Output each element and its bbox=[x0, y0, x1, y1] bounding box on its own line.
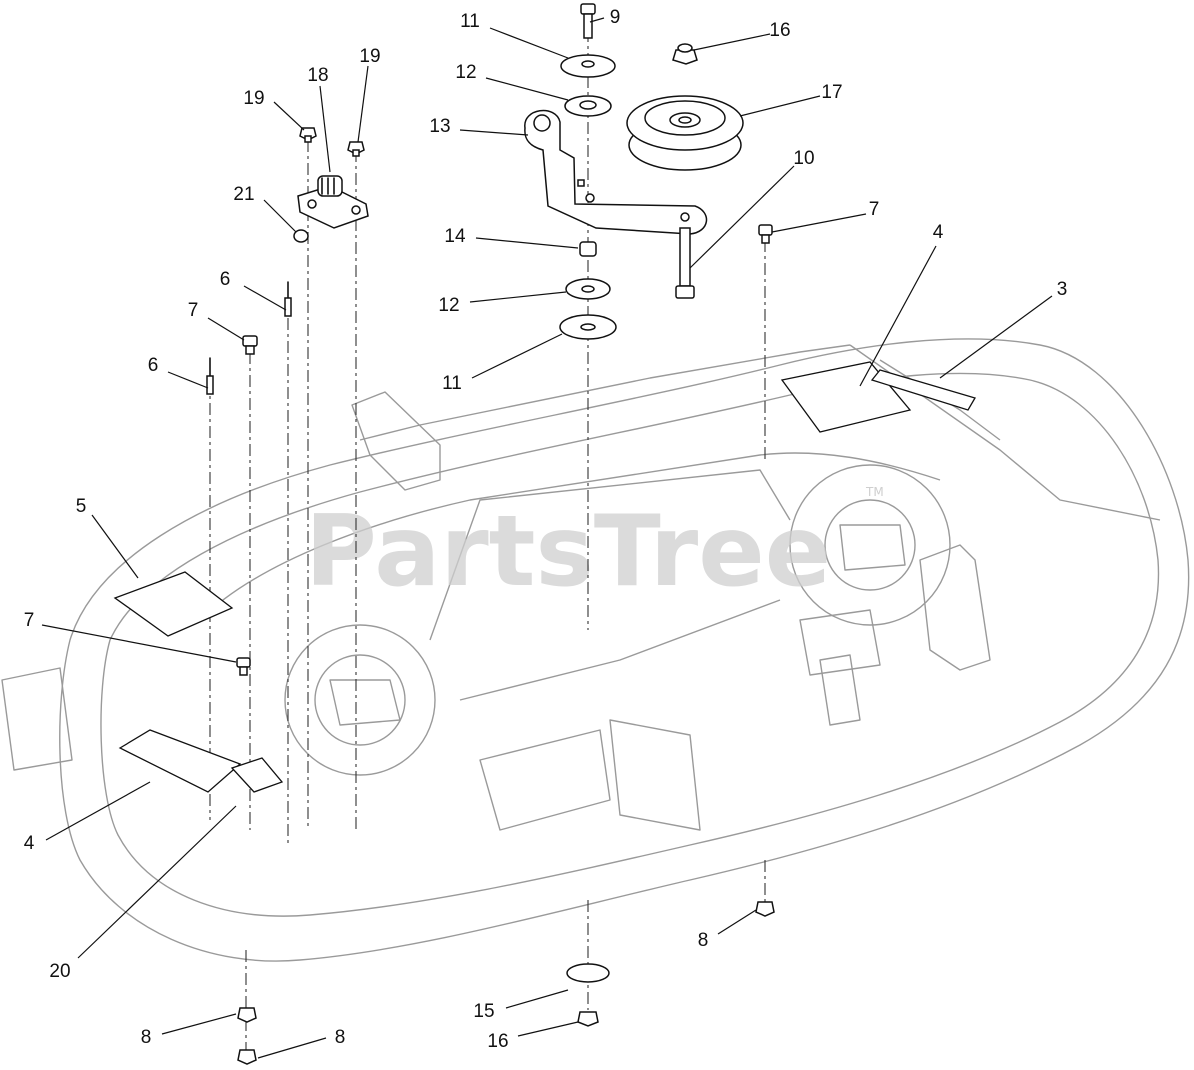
decal-20 bbox=[230, 757, 284, 793]
bolt-9 bbox=[580, 3, 596, 39]
trademark-mark: TM bbox=[865, 485, 884, 499]
callout-c-8b: 8 bbox=[141, 1027, 152, 1048]
callout-c-4a: 4 bbox=[933, 222, 944, 243]
bracket-18 bbox=[297, 175, 369, 229]
callout-c-8c: 8 bbox=[335, 1027, 346, 1048]
callout-c-8a: 8 bbox=[698, 930, 709, 951]
nut-8-bottom bbox=[237, 1049, 257, 1065]
callout-c-7c: 7 bbox=[24, 610, 35, 631]
decal-3 bbox=[870, 369, 976, 411]
callout-c-12b: 12 bbox=[438, 295, 459, 316]
leader-lines bbox=[41, 17, 1053, 1059]
callout-c-19a: 19 bbox=[359, 46, 380, 67]
partstree-watermark: PartsTree bbox=[305, 495, 831, 609]
callout-c-7b: 7 bbox=[188, 300, 199, 321]
nut-8-lower-left bbox=[237, 1007, 257, 1023]
callout-c-14: 14 bbox=[444, 226, 466, 247]
bolt-19-left bbox=[299, 127, 317, 143]
callout-c-13: 13 bbox=[429, 116, 450, 137]
callout-c-16b: 16 bbox=[487, 1031, 508, 1052]
callout-c-11a: 11 bbox=[460, 11, 480, 32]
mower-deck-housing bbox=[1, 338, 1190, 962]
pin-6-upper bbox=[284, 281, 292, 317]
callout-labels: 9111213161710743141211191819216765742081… bbox=[24, 7, 1068, 1052]
callout-c-19b: 19 bbox=[243, 88, 264, 109]
callout-c-18: 18 bbox=[307, 65, 328, 86]
callout-c-11b: 11 bbox=[442, 373, 462, 394]
decal-4-right bbox=[780, 361, 912, 433]
bolt-7-right bbox=[758, 224, 773, 244]
callout-c-3: 3 bbox=[1057, 279, 1068, 300]
callout-c-17: 17 bbox=[821, 82, 842, 103]
callout-c-6a: 6 bbox=[220, 269, 231, 290]
idler-pulley-17 bbox=[626, 95, 744, 171]
callout-c-20: 20 bbox=[49, 961, 70, 982]
bolt-19-right bbox=[347, 141, 365, 157]
callout-c-4b: 4 bbox=[24, 833, 35, 854]
washer-21 bbox=[293, 229, 309, 243]
callout-c-9: 9 bbox=[610, 7, 621, 28]
nut-16-bottom bbox=[577, 1011, 599, 1027]
callout-c-6b: 6 bbox=[148, 355, 159, 376]
bolt-7-left-top bbox=[242, 335, 258, 355]
bolt-7-left-bottom bbox=[236, 657, 251, 676]
decal-4-left bbox=[118, 729, 242, 793]
callout-c-15: 15 bbox=[473, 1001, 494, 1022]
callout-c-16a: 16 bbox=[769, 20, 790, 41]
callout-c-12a: 12 bbox=[455, 62, 476, 83]
spacer-14 bbox=[579, 241, 597, 257]
idler-arm-13 bbox=[524, 109, 708, 235]
pin-6-lower bbox=[206, 357, 214, 395]
washer-15 bbox=[566, 963, 610, 983]
callout-c-5: 5 bbox=[76, 496, 87, 517]
callout-c-10: 10 bbox=[793, 148, 814, 169]
callout-c-21: 21 bbox=[233, 184, 254, 205]
decal-5 bbox=[113, 571, 234, 637]
nut-8-right bbox=[755, 901, 775, 917]
nut-16-top bbox=[672, 43, 698, 65]
bolt-10 bbox=[675, 227, 695, 299]
callout-c-7a: 7 bbox=[869, 199, 880, 220]
